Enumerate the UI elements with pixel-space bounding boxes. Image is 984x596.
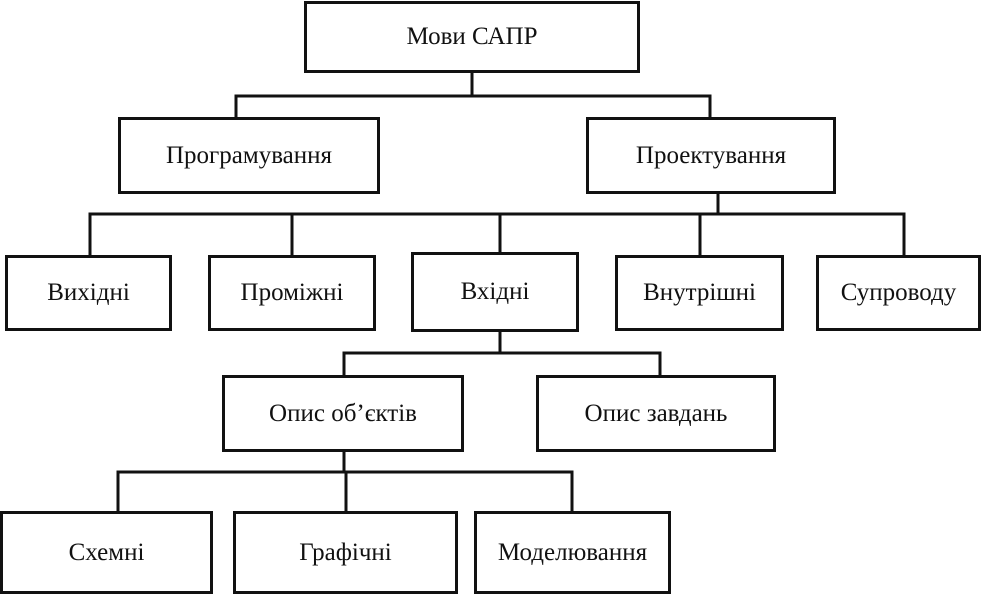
design-label: Проектування (635, 141, 787, 169)
root-label: Мови САПР (406, 23, 538, 50)
support-label: Супроводу (840, 279, 957, 306)
graphic-label: Графічні (299, 538, 392, 566)
tasks-description-label: Опис завдань (584, 399, 728, 427)
programming-label: Програмування (165, 141, 333, 169)
schematic-node: Схемні (0, 511, 213, 594)
output-label: Вихідні (47, 279, 130, 306)
graphic-node: Графічні (233, 511, 458, 594)
design-node: Проектування (586, 117, 836, 194)
modeling-label: Моделювання (497, 538, 648, 566)
modeling-node: Моделювання (474, 511, 671, 594)
objects-description-label: Опис об’єктів (269, 399, 417, 427)
schematic-label: Схемні (68, 538, 145, 566)
internal-label: Внутрішні (643, 279, 756, 306)
root-node: Мови САПР (304, 1, 640, 73)
objects-description-node: Опис об’єктів (222, 375, 464, 452)
input-node: Вхідні (411, 252, 579, 332)
tasks-description-node: Опис завдань (536, 375, 776, 452)
output-node: Вихідні (5, 255, 172, 331)
internal-node: Внутрішні (615, 255, 784, 331)
support-node: Супроводу (816, 255, 981, 331)
intermediate-node: Проміжні (208, 255, 376, 331)
intermediate-label: Проміжні (240, 279, 344, 306)
programming-node: Програмування (118, 117, 380, 194)
input-label: Вхідні (460, 278, 530, 305)
